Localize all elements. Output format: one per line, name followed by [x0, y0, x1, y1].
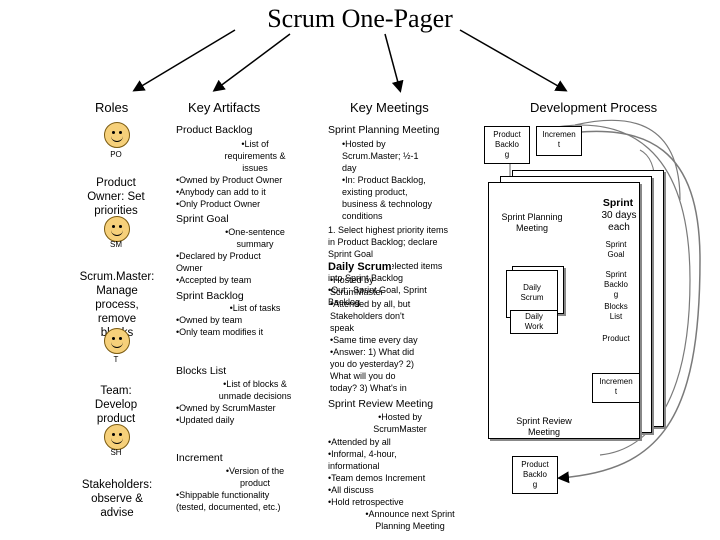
page-title: Scrum One-Pager — [267, 4, 453, 33]
process-daily-work: Daily Work — [510, 310, 558, 334]
artifact-blocks-list-title: Blocks List — [176, 365, 227, 377]
process-product-backlog-top: Product Backlo g — [484, 126, 530, 164]
artifact-sprint-goal-rules: •Declared by Product Owner •Accepted by … — [176, 251, 261, 285]
meeting-planning-title: Sprint Planning Meeting — [328, 124, 440, 136]
arrow-to-process — [459, 29, 568, 92]
meeting-review-rules: •Attended by all •Informal, 4-hour, info… — [328, 437, 426, 507]
process-sprint-backlog: Sprint Backlo g — [603, 270, 628, 299]
process-sprint-duration: 30 days each — [601, 210, 637, 233]
meeting-daily-rules: •Hosted by ScrumMaster •Attended by all,… — [330, 275, 418, 393]
artifact-sprint-backlog-desc: •List of tasks — [229, 303, 281, 313]
arrow-to-roles — [132, 29, 236, 92]
artifact-increment-desc: •Version of the product — [225, 466, 285, 488]
process-sprint-planning: Sprint Planning Meeting — [501, 212, 563, 233]
meeting-review-title: Sprint Review Meeting — [328, 398, 434, 410]
process-heading: Development Process — [530, 100, 658, 115]
process-sprint-review: Sprint Review Meeting — [514, 416, 574, 438]
role-description: Team: Develop product — [94, 385, 138, 425]
artifact-increment-rules: •Shippable functionality (tested, docume… — [176, 490, 281, 512]
process-increment-side: Incremen t — [592, 373, 640, 403]
artifact-product-backlog-rules: •Owned by Product Owner •Anybody can add… — [176, 175, 283, 209]
artifact-blocks-list-desc: •List of blocks & unmade decisions — [218, 379, 292, 401]
process-increment-top: Incremen t — [536, 126, 582, 156]
role-description: Product Owner: Set priorities — [87, 177, 145, 217]
arrow-to-meetings — [384, 33, 404, 93]
artifacts-heading: Key Artifacts — [188, 100, 261, 115]
smiley-face-icon — [104, 216, 130, 242]
role-tag: T — [113, 355, 119, 364]
artifact-sprint-backlog-title: Sprint Backlog — [176, 290, 244, 302]
process-sprint-title: Sprint — [602, 197, 634, 209]
process-product: Product — [602, 334, 630, 343]
artifact-increment-title: Increment — [176, 452, 223, 464]
role-description: Stakeholders: observe & advise — [81, 479, 153, 519]
smiley-face-icon — [104, 424, 130, 450]
smiley-face-icon — [104, 328, 130, 354]
artifact-product-backlog-desc: •List of requirements & issues — [224, 139, 286, 173]
process-blocks-list: Blocks List — [604, 302, 628, 321]
roles-heading: Roles — [95, 100, 129, 115]
meeting-planning-inputs: •Hosted by Scrum.Master; ½-1 day •In: Pr… — [342, 139, 433, 221]
artifact-sprint-goal-title: Sprint Goal — [176, 213, 229, 225]
meeting-daily-title: Daily Scrum — [328, 261, 392, 273]
artifact-sprint-goal-desc: •One-sentence summary — [225, 227, 285, 249]
role-tag: SM — [110, 240, 122, 249]
role-tag: PO — [110, 150, 122, 159]
meetings-heading: Key Meetings — [350, 100, 429, 115]
artifact-product-backlog-title: Product Backlog — [176, 124, 253, 136]
role-tag: SH — [110, 448, 122, 457]
smiley-face-icon — [104, 122, 130, 148]
process-product-backlog-bottom: Product Backlo g — [512, 456, 558, 494]
arrow-to-artifacts — [212, 33, 291, 92]
meeting-review-next: •Announce next Sprint Planning Meeting — [365, 509, 455, 531]
artifact-blocks-list-rules: •Owned by ScrumMaster •Updated daily — [176, 403, 276, 425]
meeting-review-host: •Hosted by ScrumMaster — [373, 412, 427, 434]
artifact-sprint-backlog-rules: •Owned by team •Only team modifies it — [176, 315, 264, 337]
process-sprint-goal: Sprint Goal — [605, 240, 627, 259]
